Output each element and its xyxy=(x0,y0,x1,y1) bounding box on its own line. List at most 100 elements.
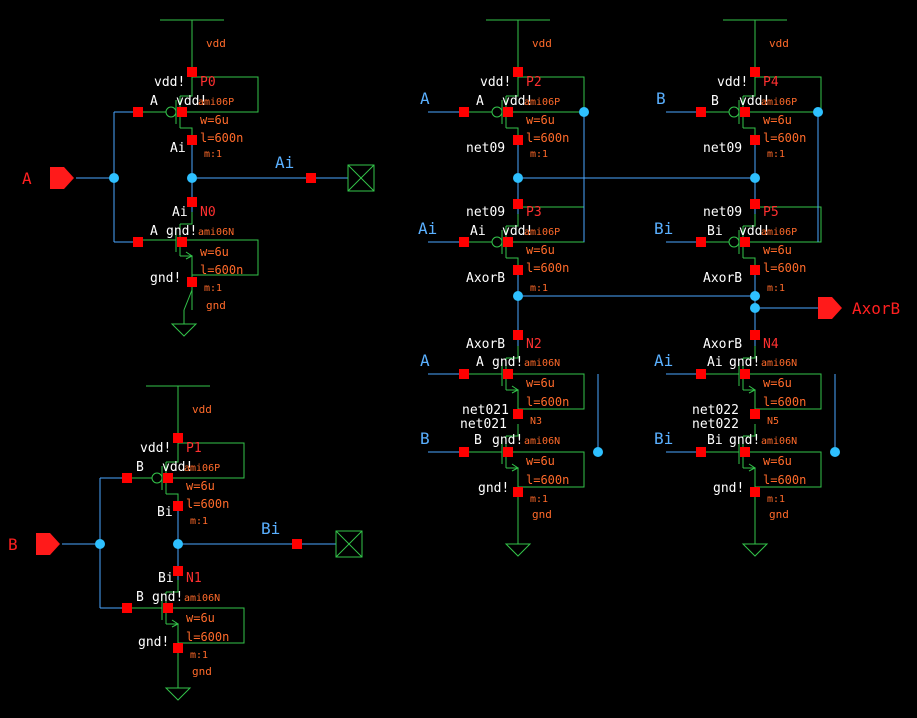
pin-vdd: vdd! xyxy=(502,94,533,109)
param-l: l=600n xyxy=(186,630,229,644)
pin-vdd: vdd! xyxy=(176,94,207,109)
pin-vdd: vdd! xyxy=(739,224,770,239)
input-a: A xyxy=(420,89,430,108)
inst-p2: P2 xyxy=(526,75,542,90)
gnd-label: gnd xyxy=(192,665,212,678)
vdd-label: vdd xyxy=(206,37,226,50)
inst-n1: N1 xyxy=(186,571,202,586)
pin-gnd: gnd! xyxy=(152,590,183,605)
model-n: ami06N xyxy=(198,227,234,238)
drain-axorb: AxorB xyxy=(466,271,505,286)
gate-b: B xyxy=(474,433,482,448)
mult: m:1 xyxy=(530,149,548,160)
mult: m:1 xyxy=(204,149,222,160)
gate-a: A xyxy=(476,355,484,370)
inst-p0: P0 xyxy=(200,75,216,90)
port-label-a: A xyxy=(22,169,32,188)
gate-bi: Bi xyxy=(707,224,723,239)
gate-a: A xyxy=(150,94,158,109)
gate-b: B xyxy=(136,590,144,605)
pin-gnd: gnd! xyxy=(713,481,744,496)
param-w: w=6u xyxy=(526,376,555,390)
pin-vdd: vdd! xyxy=(502,224,533,239)
inst-p1: P1 xyxy=(186,441,202,456)
model-p: ami06P xyxy=(761,227,797,238)
inverter-a: vdd A Ai vdd! P0 A vdd! ami06P w xyxy=(22,19,375,337)
terminal-bi[interactable] xyxy=(335,530,363,558)
drain-axorb: AxorB xyxy=(703,337,742,352)
junction-dot xyxy=(750,291,760,301)
drain-ai: Ai xyxy=(170,141,186,156)
model-n: ami06N xyxy=(524,436,560,447)
gnd-label: gnd xyxy=(532,508,552,521)
param-w: w=6u xyxy=(763,113,792,127)
junction-dot xyxy=(513,173,523,183)
param-l: l=600n xyxy=(186,497,229,511)
gnd-symbol xyxy=(505,529,531,557)
drain-axorb: AxorB xyxy=(466,337,505,352)
param-l: l=600n xyxy=(200,263,243,277)
junction-dot xyxy=(750,173,760,183)
param-w: w=6u xyxy=(200,113,229,127)
inst-p5: P5 xyxy=(763,205,779,220)
terminal-ai[interactable] xyxy=(347,164,375,192)
input-bi: Bi xyxy=(654,219,673,238)
drain-bi: Bi xyxy=(158,571,174,586)
param-w: w=6u xyxy=(526,113,555,127)
junction-dot xyxy=(513,291,523,301)
input-port-a[interactable] xyxy=(50,167,74,189)
param-w: w=6u xyxy=(526,454,555,468)
pin-vdd: vdd! xyxy=(140,441,171,456)
param-w: w=6u xyxy=(186,611,215,625)
mult: m:1 xyxy=(190,650,208,661)
port-label-b: B xyxy=(8,535,18,554)
param-l: l=600n xyxy=(526,395,569,409)
gnd-symbol xyxy=(742,529,768,557)
mult: m:1 xyxy=(204,283,222,294)
gate-bi: Bi xyxy=(707,433,723,448)
gnd-symbol xyxy=(165,673,191,701)
output-port-axorb[interactable] xyxy=(818,297,842,319)
pin-gnd: gnd! xyxy=(729,433,760,448)
junction-dot xyxy=(109,173,119,183)
gate-ai: Ai xyxy=(470,224,486,239)
source-net09: net09 xyxy=(466,205,505,220)
param-l: l=600n xyxy=(526,473,569,487)
inst-n0: N0 xyxy=(200,205,216,220)
inst-n5: N5 xyxy=(767,416,779,427)
xor-right-stack: vdd AxorB xyxy=(654,19,900,557)
pin-gnd: gnd! xyxy=(492,433,523,448)
param-l: l=600n xyxy=(526,131,569,145)
drain-net09: net09 xyxy=(466,141,505,156)
drain-bi: Bi xyxy=(157,505,173,520)
param-l: l=600n xyxy=(200,131,243,145)
inst-n3: N3 xyxy=(530,416,542,427)
param-w: w=6u xyxy=(200,245,229,259)
junction-dot xyxy=(173,539,183,549)
mult: m:1 xyxy=(530,494,548,505)
net-label-bi: Bi xyxy=(261,519,280,538)
drain-net09: net09 xyxy=(703,141,742,156)
vdd-label: vdd xyxy=(532,37,552,50)
pin-gnd: gnd! xyxy=(138,635,169,650)
model-n: ami06N xyxy=(524,358,560,369)
gate-ai: Ai xyxy=(707,355,723,370)
param-w: w=6u xyxy=(763,376,792,390)
input-port-b[interactable] xyxy=(36,533,60,555)
pin-vdd: vdd! xyxy=(154,75,185,90)
gate-b: B xyxy=(711,94,719,109)
junction-dot xyxy=(579,107,589,117)
drain-net021: net021 xyxy=(460,417,507,432)
model-p: ami06P xyxy=(761,97,797,108)
pin-gnd: gnd! xyxy=(478,481,509,496)
drain-ai: Ai xyxy=(172,205,188,220)
junction-dot xyxy=(187,173,197,183)
input-bi: Bi xyxy=(654,429,673,448)
pin-gnd: gnd! xyxy=(492,355,523,370)
model-p: ami06P xyxy=(198,97,234,108)
model-n: ami06N xyxy=(761,358,797,369)
junction-dot xyxy=(813,107,823,117)
param-l: l=600n xyxy=(763,261,806,275)
pin-gnd: gnd! xyxy=(166,224,197,239)
